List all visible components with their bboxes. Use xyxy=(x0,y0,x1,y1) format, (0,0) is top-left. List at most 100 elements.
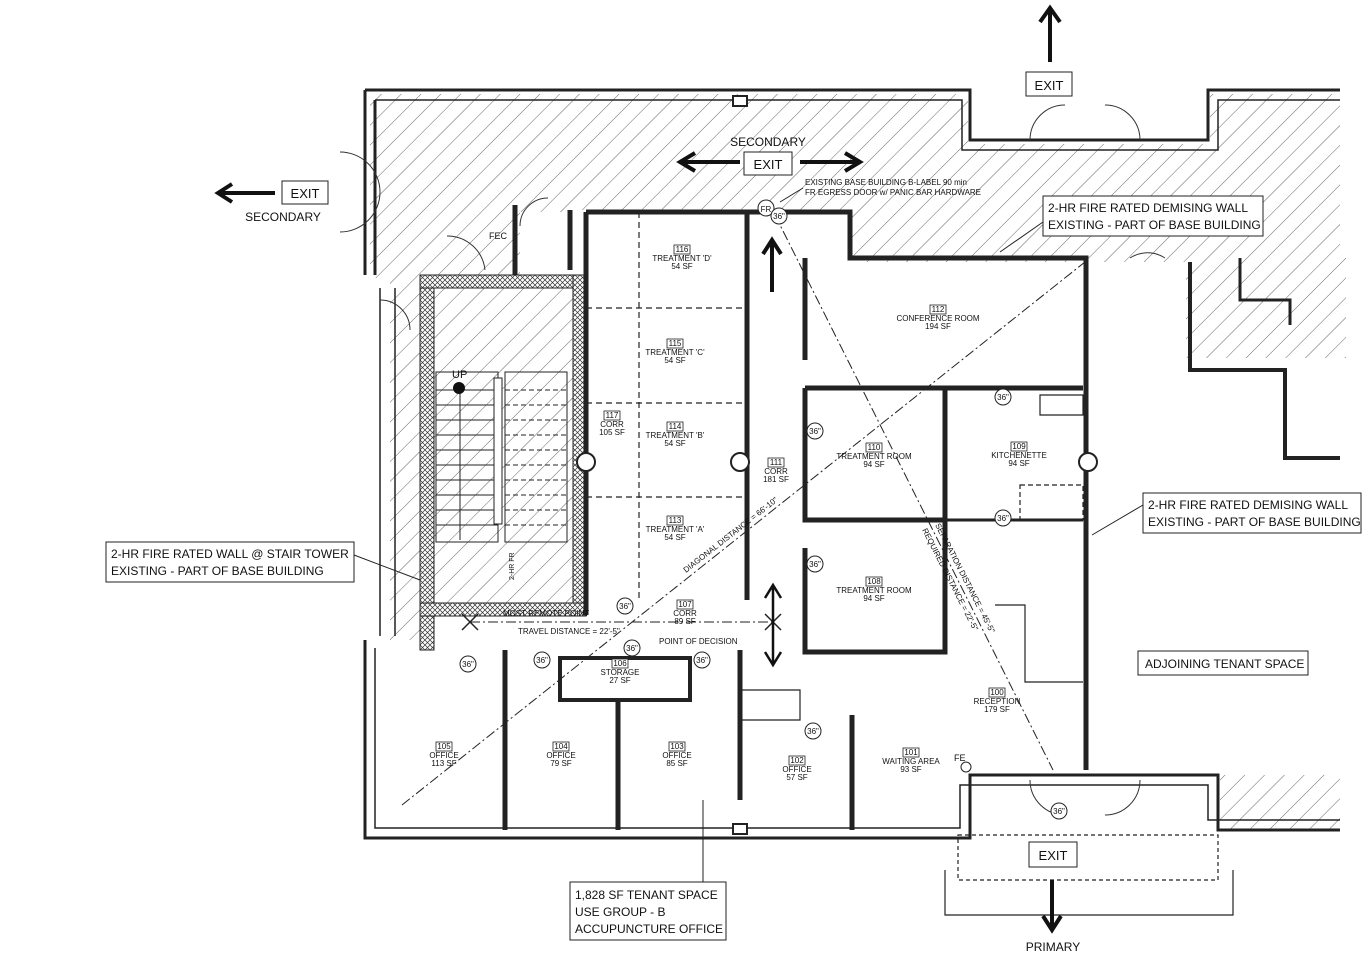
door-size-label: 36" xyxy=(536,656,548,665)
room-area: 94 SF xyxy=(863,594,884,603)
exit-primary: EXIT PRIMARY xyxy=(1026,841,1080,954)
room-number: 115 xyxy=(669,339,682,348)
room-name: OFFICE xyxy=(429,751,458,760)
room-name: TREATMENT ROOM xyxy=(836,452,912,461)
room-area: 54 SF xyxy=(664,439,685,448)
door-size-tag xyxy=(806,422,824,440)
travel-distance-label: TRAVEL DISTANCE = 22'-5" xyxy=(518,627,620,636)
svg-text:EXIT: EXIT xyxy=(754,157,783,172)
room-number: 109 xyxy=(1012,442,1026,451)
stair-up-label: UP xyxy=(452,369,467,381)
thin-walls xyxy=(586,212,1234,916)
door-size-label: 36" xyxy=(696,656,708,665)
exit-top: EXIT xyxy=(1025,71,1073,97)
svg-text:PRIMARY: PRIMARY xyxy=(1026,940,1080,954)
room-name: CONFERENCE ROOM xyxy=(896,314,979,323)
room-area: 54 SF xyxy=(664,533,685,542)
columns xyxy=(576,95,1098,835)
svg-text:ACCUPUNCTURE OFFICE: ACCUPUNCTURE OFFICE xyxy=(575,922,723,936)
svg-text:USE GROUP - B: USE GROUP - B xyxy=(575,905,665,919)
door-size-label: 36" xyxy=(807,727,819,736)
door-size-label: 36" xyxy=(809,560,821,569)
svg-text:EXISTING - PART OF BASE BUILDI: EXISTING - PART OF BASE BUILDING xyxy=(111,564,324,578)
room-name: TREATMENT ROOM xyxy=(836,586,912,595)
svg-text:2-HR FIRE RATED WALL @ STAIR T: 2-HR FIRE RATED WALL @ STAIR TOWER xyxy=(111,547,349,561)
room-area: 113 SF xyxy=(431,759,456,768)
svg-text:ADJOINING TENANT SPACE: ADJOINING TENANT SPACE xyxy=(1145,657,1304,671)
room-number: 102 xyxy=(790,756,804,765)
room-number: 113 xyxy=(669,516,682,525)
room-area: 105 SF xyxy=(599,428,625,437)
demising-wall-right-callout: 2-HR FIRE RATED DEMISING WALL EXISTING -… xyxy=(1091,492,1362,536)
fire-extinguisher-icon xyxy=(960,761,972,773)
room-area: 54 SF xyxy=(664,356,685,365)
room-name: OFFICE xyxy=(546,751,575,760)
door-size-tag xyxy=(1050,802,1068,820)
room-number: 116 xyxy=(676,245,689,254)
point-of-decision-label: POINT OF DECISION xyxy=(659,637,738,646)
room-number: 117 xyxy=(606,411,619,420)
room-area: 79 SF xyxy=(550,759,571,768)
room-area: 94 SF xyxy=(863,460,884,469)
door-size-tag xyxy=(804,722,822,740)
room-area: 89 SF xyxy=(674,617,695,626)
door-size-tag xyxy=(616,597,634,615)
room-area: 179 SF xyxy=(984,705,1010,714)
room-number: 103 xyxy=(670,742,684,751)
room-name: CORR xyxy=(673,609,697,618)
exit-west: EXIT SECONDARY xyxy=(245,180,329,224)
stair-wall-callout: 2-HR FIRE RATED WALL @ STAIR TOWER EXIST… xyxy=(105,541,421,583)
svg-text:SECONDARY: SECONDARY xyxy=(730,135,806,149)
room-name: WAITING AREA xyxy=(882,757,940,766)
svg-text:FR EGRESS DOOR w/ PANIC BAR HA: FR EGRESS DOOR w/ PANIC BAR HARDWARE xyxy=(805,188,981,197)
door-size-label: 36" xyxy=(462,660,474,669)
door-size-tag xyxy=(693,651,711,669)
svg-text:1,828 SF TENANT SPACE: 1,828 SF TENANT SPACE xyxy=(575,888,718,902)
room-name: TREATMENT 'C' xyxy=(645,348,705,357)
room-number: 114 xyxy=(669,422,682,431)
door-size-tag xyxy=(806,555,824,573)
door-size-label: 36" xyxy=(626,644,638,653)
svg-text:FR: FR xyxy=(761,205,772,214)
adjoining-tenant-label: ADJOINING TENANT SPACE xyxy=(1137,650,1309,676)
svg-text:EXIT: EXIT xyxy=(1035,78,1064,93)
room-number: 107 xyxy=(678,600,692,609)
room-area: 94 SF xyxy=(1008,459,1029,468)
room-area: 93 SF xyxy=(900,765,921,774)
room-number: 112 xyxy=(932,305,945,314)
room-number: 101 xyxy=(904,748,918,757)
svg-text:EXIT: EXIT xyxy=(291,186,320,201)
stair xyxy=(435,371,568,543)
room-area: 57 SF xyxy=(786,773,807,782)
exit-arrows xyxy=(214,4,1063,934)
exit-north: SECONDARY EXIT xyxy=(730,135,806,176)
fe-label: FE xyxy=(954,753,966,763)
door-size-label: 36" xyxy=(997,393,1009,402)
door-size-label: 36" xyxy=(809,427,821,436)
room-name: RECEPTION xyxy=(974,697,1021,706)
room-area: 54 SF xyxy=(671,262,692,271)
door-size-tag xyxy=(623,639,641,657)
room-name: TREATMENT 'D' xyxy=(652,254,712,263)
door-size-tags: 36"36"36"36"36"36"36"36"36"36"36"36" xyxy=(459,207,1068,820)
room-name: OFFICE xyxy=(782,765,811,774)
door-size-label: 36" xyxy=(619,602,631,611)
distance-lines xyxy=(401,214,1086,806)
exterior-walls xyxy=(363,88,1340,840)
svg-text:2-HR FIRE RATED DEMISING WALL: 2-HR FIRE RATED DEMISING WALL xyxy=(1148,498,1348,512)
door-size-tag xyxy=(770,207,788,225)
door-size-tag xyxy=(994,509,1012,527)
room-number: 110 xyxy=(868,443,881,452)
tenant-space-callout: 1,828 SF TENANT SPACE USE GROUP - B ACCU… xyxy=(569,800,727,941)
room-number: 111 xyxy=(770,458,783,467)
